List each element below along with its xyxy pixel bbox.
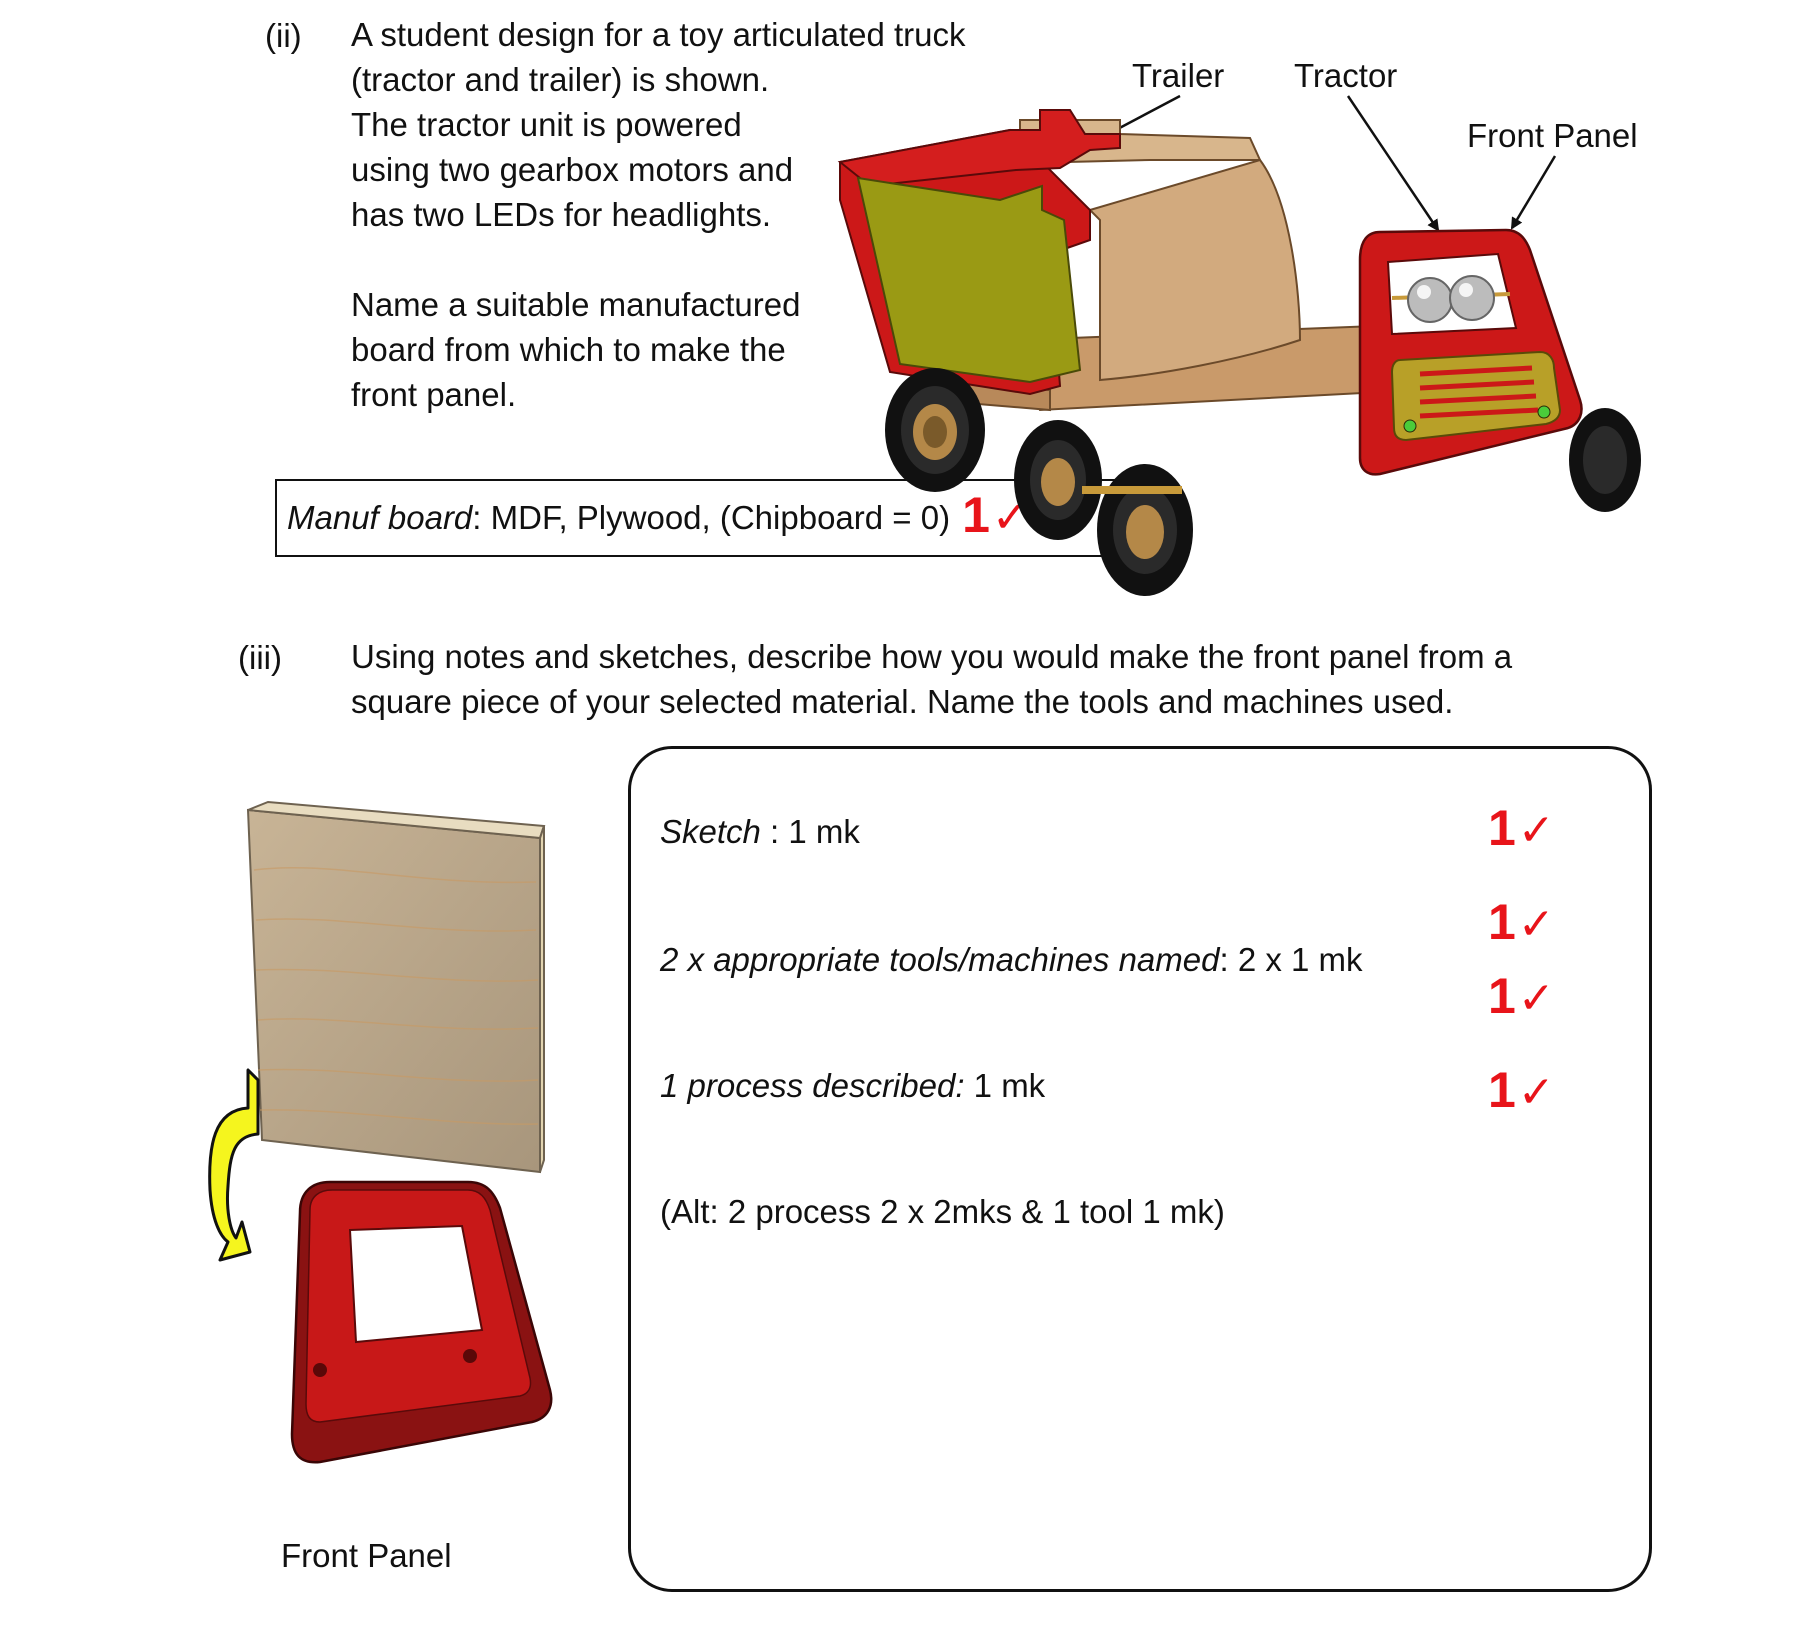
- tick-icon: ✓: [1517, 806, 1555, 855]
- criterion-process: 1 process described: 1 mk: [660, 1066, 1045, 1106]
- question-ii-prompt: Name a suitable manufactured board from …: [351, 282, 800, 417]
- answer-ii-mark: 1✓: [962, 487, 1029, 546]
- board-to-panel-illustration: [208, 800, 553, 1464]
- criterion-alternative: (Alt: 2 process 2 x 2mks & 1 tool 1 mk): [660, 1192, 1225, 1232]
- trailer: [837, 109, 1422, 412]
- mark-value: 1: [1488, 968, 1516, 1024]
- answer-box-iii: [628, 746, 1652, 1592]
- question-number-iii: (iii): [238, 639, 282, 676]
- mark-value: 1: [1488, 800, 1516, 856]
- question-iii-line: Using notes and sketches, describe how y…: [351, 638, 1513, 675]
- front-panel-part: [290, 1180, 553, 1464]
- label-trailer: Trailer: [1132, 57, 1225, 94]
- answer-ii-label: Manuf board: [287, 499, 473, 536]
- question-iii-text: Using notes and sketches, describe how y…: [351, 634, 1512, 724]
- criterion-value: 1 mk: [964, 1067, 1046, 1104]
- criterion-label: Sketch: [660, 813, 761, 850]
- question-ii-line: using two gearbox motors and: [351, 151, 794, 188]
- question-ii-prompt-line: front panel.: [351, 376, 517, 413]
- curved-arrow-icon: [208, 1068, 260, 1262]
- mark-tool-2: 1✓: [1488, 968, 1555, 1027]
- answer-box-ii: Manuf board : MDF, Plywood, (Chipboard =…: [275, 479, 1155, 557]
- trailer-wheel: [885, 368, 985, 492]
- question-ii-line: The tractor unit is powered: [351, 106, 742, 143]
- question-ii-line: (tractor and trailer) is shown.: [351, 61, 770, 98]
- label-front-panel: Front Panel: [1467, 117, 1638, 154]
- criterion-label: 2 x appropriate tools/machines named: [660, 941, 1220, 978]
- tractor-front-panel: [1358, 228, 1583, 476]
- criterion-label: 1 process described:: [660, 1067, 965, 1104]
- question-ii-text: A student design for a toy articulated t…: [351, 12, 966, 237]
- mark-tool-1: 1✓: [1488, 894, 1555, 953]
- question-ii-line: has two LEDs for headlights.: [351, 196, 772, 233]
- mark-sketch: 1✓: [1488, 800, 1555, 859]
- question-ii-prompt-line: Name a suitable manufactured: [351, 286, 801, 323]
- criterion-sketch: Sketch : 1 mk: [660, 812, 860, 852]
- criterion-value: : 2 x 1 mk: [1219, 941, 1363, 978]
- mark-value: 1: [962, 486, 990, 543]
- question-iii-line: square piece of your selected material. …: [351, 683, 1454, 720]
- criterion-value: : 1 mk: [760, 813, 860, 850]
- truck-illustration: [837, 94, 1641, 596]
- answer-ii-text: : MDF, Plywood, (Chipboard = 0): [472, 499, 951, 536]
- mark-value: 1: [1488, 1062, 1516, 1118]
- question-ii-prompt-line: board from which to make the: [351, 331, 786, 368]
- square-board: [246, 800, 546, 1174]
- question-number-ii: (ii): [265, 17, 302, 54]
- tick-icon: ✓: [1517, 974, 1555, 1023]
- label-tractor: Tractor: [1294, 57, 1398, 94]
- mark-value: 1: [1488, 894, 1516, 950]
- criterion-tools: 2 x appropriate tools/machines named: 2 …: [660, 940, 1363, 980]
- panel-caption: Front Panel: [281, 1537, 452, 1574]
- criterion-value: (Alt: 2 process 2 x 2mks & 1 tool 1 mk): [660, 1193, 1225, 1230]
- tractor-wheels: [1014, 408, 1641, 596]
- question-ii-line: A student design for a toy articulated t…: [351, 16, 966, 53]
- tick-icon: ✓: [1517, 900, 1555, 949]
- tick-icon: ✓: [1517, 1068, 1555, 1117]
- mark-process: 1✓: [1488, 1062, 1555, 1121]
